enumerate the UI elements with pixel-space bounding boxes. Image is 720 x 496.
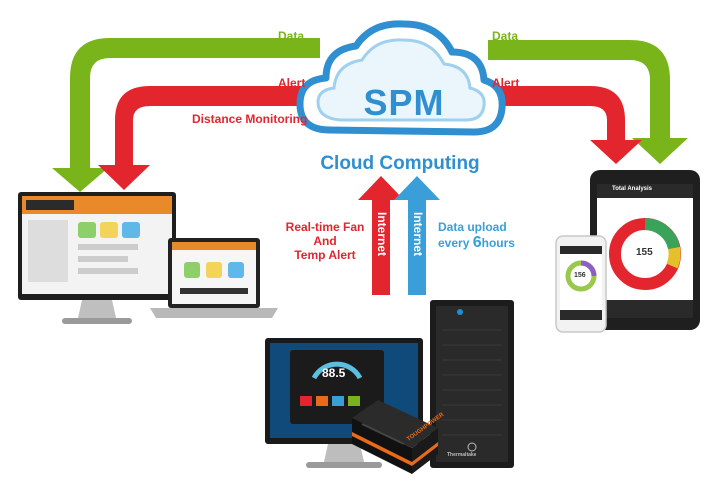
cloud-title: SPM [363,82,445,123]
green-data-arrow-right [488,40,688,164]
cloud-subtitle: Cloud Computing [320,153,480,174]
upload-line-1: Data upload [438,220,507,234]
label-fan-alert: Real-time Fan And Temp Alert [282,220,368,262]
cloud-icon [296,20,506,136]
red-internet-arrow [358,176,404,295]
label-left-alert: Alert [278,76,306,90]
label-right-alert: Alert [492,76,520,90]
desktop-monitor [18,192,176,324]
label-data-upload: Data upload every 6hours [438,220,515,251]
pc-tower [430,300,514,468]
phone-readout: 156 [574,272,586,279]
blue-internet-arrow [394,176,440,295]
red-alert-arrow-right [490,86,642,164]
label-right-data: Data [492,29,519,43]
laptop [150,238,278,318]
label-left-data: Data [278,29,305,43]
upload-line-2: every 6hours [438,234,515,251]
tablet [590,170,700,330]
label-internet-red: Internet [375,212,389,257]
monitor-readout: 88.5 [322,366,346,380]
green-data-arrow-left [52,38,320,192]
fan-alert-line-1: Real-time Fan [285,220,365,234]
fan-alert-line-3: Temp Alert [294,248,356,262]
label-distance-monitoring: Distance Monitoring [192,112,308,126]
red-alert-arrow-left [98,86,310,190]
smartphone [555,235,607,333]
tablet-title: Total Analysis [612,186,653,192]
pc-brand: Thermaltake [447,452,477,458]
power-supply-unit [352,400,438,474]
label-internet-blue: Internet [411,212,425,257]
fan-alert-line-2: And [313,234,337,248]
tablet-readout: 155 [636,247,653,258]
